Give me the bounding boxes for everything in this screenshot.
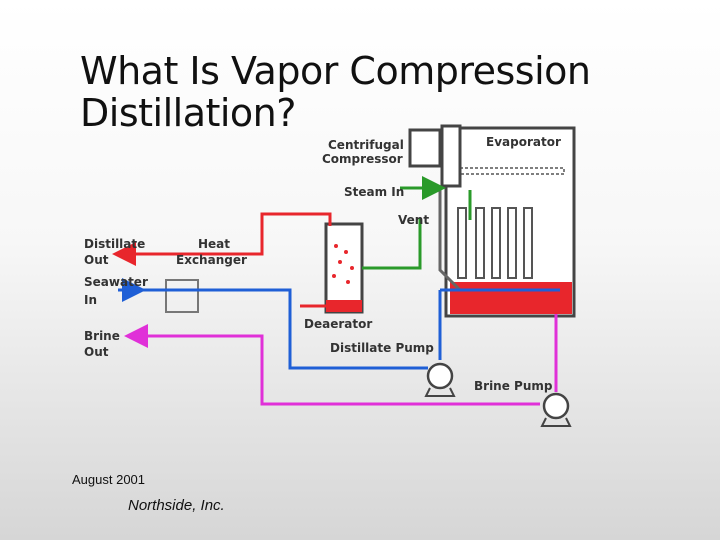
- deaerator-vessel: [324, 222, 364, 314]
- brine-line: [124, 314, 558, 406]
- label-steam-in: Steam In: [344, 185, 404, 199]
- label-brine: Brine: [84, 329, 120, 343]
- distillate-pump: [424, 362, 456, 397]
- label-out-brine: Out: [84, 345, 109, 359]
- label-out-distillate: Out: [84, 253, 109, 267]
- heat-exchanger: [165, 279, 199, 313]
- label-brine-pump: Brine Pump: [474, 379, 553, 393]
- footer-company: Northside, Inc.: [128, 497, 225, 514]
- distillate-line: [112, 212, 332, 308]
- seawater-line: [118, 278, 560, 370]
- label-centrifugal: Centrifugal: [328, 138, 404, 152]
- label-seawater: Seawater: [84, 275, 148, 289]
- label-deaerator: Deaerator: [304, 317, 372, 331]
- centrifugal-compressor: [408, 124, 462, 292]
- label-distillate: Distillate: [84, 237, 145, 251]
- label-evaporator: Evaporator: [486, 135, 561, 149]
- footer-date: August 2001: [72, 472, 146, 487]
- evaporator-vessel: [444, 126, 576, 318]
- label-vent: Vent: [398, 213, 429, 227]
- label-compressor: Compressor: [322, 152, 403, 166]
- brine-pump: [540, 392, 572, 427]
- label-heat: Heat: [198, 237, 230, 251]
- label-in-seawater: In: [84, 293, 97, 307]
- label-exchanger: Exchanger: [176, 253, 247, 267]
- slide-title: What Is Vapor Compression Distillation?: [80, 49, 591, 135]
- label-distillate-pump: Distillate Pump: [330, 341, 434, 355]
- steam-line: [362, 176, 472, 270]
